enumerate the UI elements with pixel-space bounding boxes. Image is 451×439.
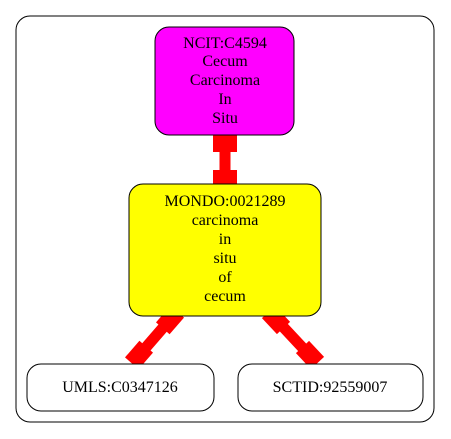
- node-mondo-line-6: cecum: [204, 288, 246, 305]
- node-mondo: MONDO:0021289 carcinoma in situ of cecum: [128, 183, 322, 317]
- node-ncit-line-5: Situ: [212, 110, 238, 127]
- node-mondo-line-2: carcinoma: [192, 212, 259, 229]
- node-umls: UMLS:C0347126: [26, 363, 215, 412]
- node-ncit-line-3: Carcinoma: [190, 72, 260, 89]
- node-mondo-line-5: of: [218, 269, 232, 286]
- node-mondo-line-3: in: [219, 231, 231, 248]
- node-ncit-line-1: NCIT:C4594: [183, 35, 267, 52]
- node-sctid: SCTID:92559007: [237, 363, 424, 412]
- node-ncit: NCIT:C4594 Cecum Carcinoma In Situ: [154, 26, 295, 136]
- node-ncit-line-2: Cecum: [202, 53, 248, 70]
- node-ncit-line-4: In: [218, 91, 231, 108]
- node-mondo-line-4: situ: [213, 250, 236, 267]
- node-umls-label: UMLS:C0347126: [62, 379, 178, 396]
- edge-ncit-mondo: [213, 132, 237, 190]
- node-mondo-line-1: MONDO:0021289: [165, 193, 286, 210]
- node-sctid-label: SCTID:92559007: [273, 379, 388, 396]
